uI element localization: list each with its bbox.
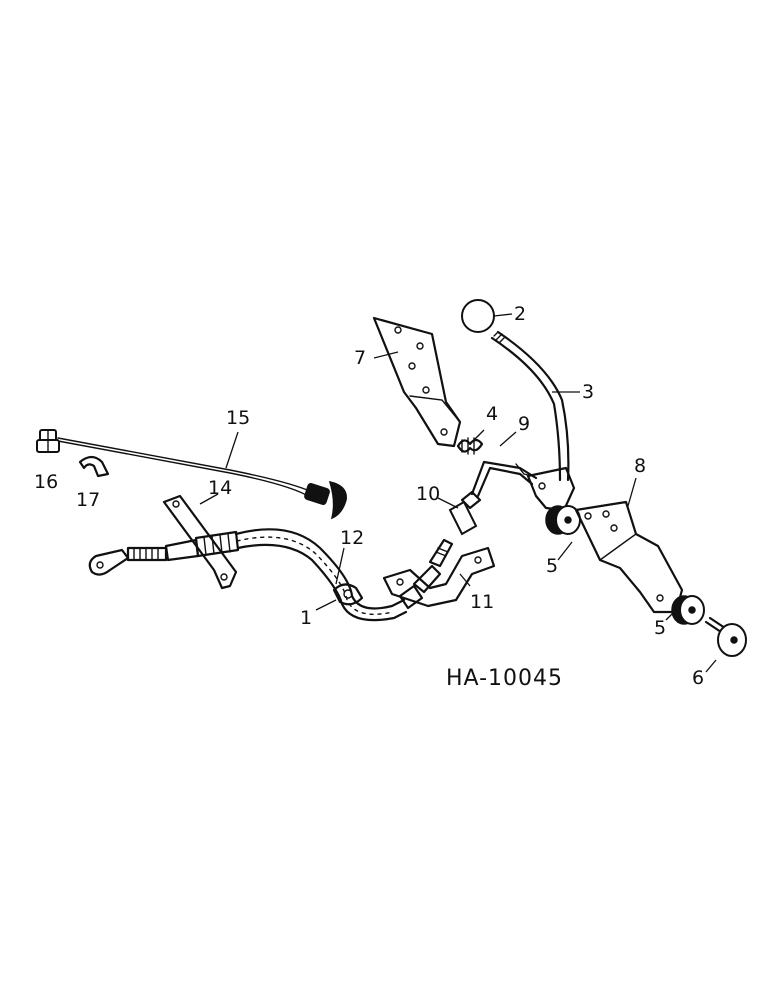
clip-part-17 [78,455,110,478]
connector-part-10 [428,490,482,568]
cable-bracket-part-14 [162,494,238,590]
callout-7: 7 [354,347,366,369]
leader-lines [199,313,717,673]
plate-part-7 [372,316,462,448]
washer-part-5a [545,505,581,535]
callout-5b: 5 [654,617,666,639]
cable-ferrule [398,564,442,610]
cable-end-clevis [88,530,240,576]
throttle-cable-part-15 [57,437,347,520]
callout-11: 11 [470,591,494,613]
callout-5a: 5 [546,555,558,577]
bolt-part-6 [704,616,747,657]
callout-3: 3 [582,381,594,403]
knob-part-2 [461,299,495,333]
lever-part-3 [490,330,570,482]
diagram-code: HA-10045 [446,666,563,691]
callout-10: 10 [416,483,440,505]
callout-9: 9 [518,413,530,435]
braided-cable-part-12 [234,528,408,622]
callout-17: 17 [76,489,100,511]
callout-labels: 1 2 3 4 5 5 6 7 8 9 10 11 12 14 15 16 17 [34,303,704,689]
link-rod-part-9 [470,460,538,498]
callout-4: 4 [486,403,498,425]
nut-part-16 [36,429,60,453]
callout-16: 16 [34,471,58,493]
clamp-part-1 [332,583,364,606]
callout-15: 15 [226,407,250,429]
spring-part-4 [456,437,484,455]
callout-14: 14 [208,477,232,499]
callout-1: 1 [300,607,312,629]
callout-2: 2 [514,303,526,325]
mounting-bracket-part-8 [574,500,684,614]
bracket-part-11 [382,546,496,608]
callout-12: 12 [340,527,364,549]
callout-8: 8 [634,455,646,477]
lever-base [526,466,576,512]
callout-6: 6 [692,667,704,689]
